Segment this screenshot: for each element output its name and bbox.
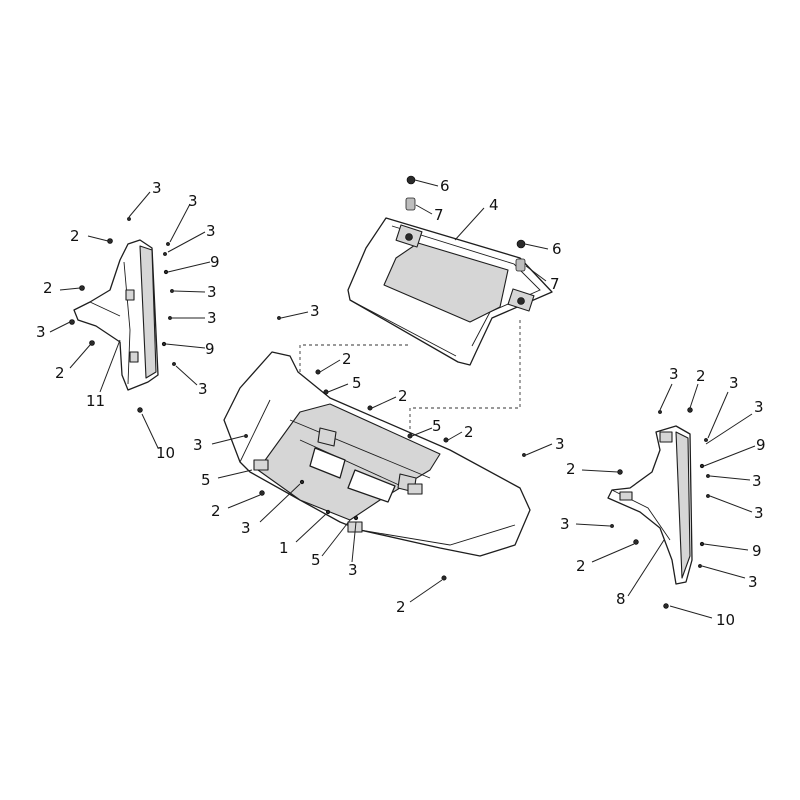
callout-2: 2	[576, 557, 586, 575]
callout-3: 3	[198, 380, 208, 398]
callout-4: 4	[489, 196, 499, 214]
callout-9: 9	[210, 253, 220, 271]
callout-5: 5	[352, 374, 362, 392]
callout-1: 1	[279, 539, 289, 557]
callout-2: 2	[566, 460, 576, 478]
right-trim-panel	[607, 425, 693, 585]
callout-3: 3	[752, 472, 762, 490]
callout-2: 2	[43, 279, 53, 297]
callout-9: 9	[756, 436, 766, 454]
callout-3: 3	[669, 365, 679, 383]
callout-3: 3	[748, 573, 758, 591]
callout-3: 3	[754, 504, 764, 522]
callout-2: 2	[70, 227, 80, 245]
left-trim-panel	[73, 239, 159, 391]
callout-3: 3	[560, 515, 570, 533]
callout-3: 3	[193, 436, 203, 454]
callout-3: 3	[188, 192, 198, 210]
callout-9: 9	[205, 340, 215, 358]
callout-7: 7	[434, 206, 444, 224]
callout-3: 3	[36, 323, 46, 341]
callout-3: 3	[754, 398, 764, 416]
callout-10: 10	[156, 444, 175, 462]
alignment-line-right	[409, 320, 521, 430]
leader-lines	[49, 179, 756, 619]
callout-7: 7	[550, 275, 560, 293]
callout-labels: 3 3 2 3 9 2 3 3 3 9 2 3 11 10 6 7 4 6 7 …	[36, 177, 766, 629]
callout-2: 2	[696, 367, 706, 385]
hood-panel	[347, 217, 553, 366]
callout-2: 2	[396, 598, 406, 616]
callout-3: 3	[207, 309, 217, 327]
callout-5: 5	[201, 471, 211, 489]
callout-8: 8	[616, 590, 626, 608]
callout-6: 6	[552, 240, 562, 258]
callout-3: 3	[348, 561, 358, 579]
callout-9: 9	[752, 542, 762, 560]
callout-2: 2	[55, 364, 65, 382]
fasteners	[69, 217, 710, 609]
callout-11: 11	[86, 392, 105, 410]
hood-latch-hardware	[405, 175, 526, 272]
front-body-panel	[223, 351, 531, 557]
callout-2: 2	[342, 350, 352, 368]
callout-6: 6	[440, 177, 450, 195]
callout-3: 3	[206, 222, 216, 240]
callout-10: 10	[716, 611, 735, 629]
callout-3: 3	[207, 283, 217, 301]
callout-2: 2	[398, 387, 408, 405]
callout-3: 3	[729, 374, 739, 392]
callout-3: 3	[555, 435, 565, 453]
callout-5: 5	[311, 551, 321, 569]
callout-3: 3	[310, 302, 320, 320]
callout-2: 2	[211, 502, 221, 520]
alignment-line-left	[299, 344, 408, 380]
callout-2: 2	[464, 423, 474, 441]
callout-3: 3	[152, 179, 162, 197]
callout-3: 3	[241, 519, 251, 537]
callout-5: 5	[432, 417, 442, 435]
